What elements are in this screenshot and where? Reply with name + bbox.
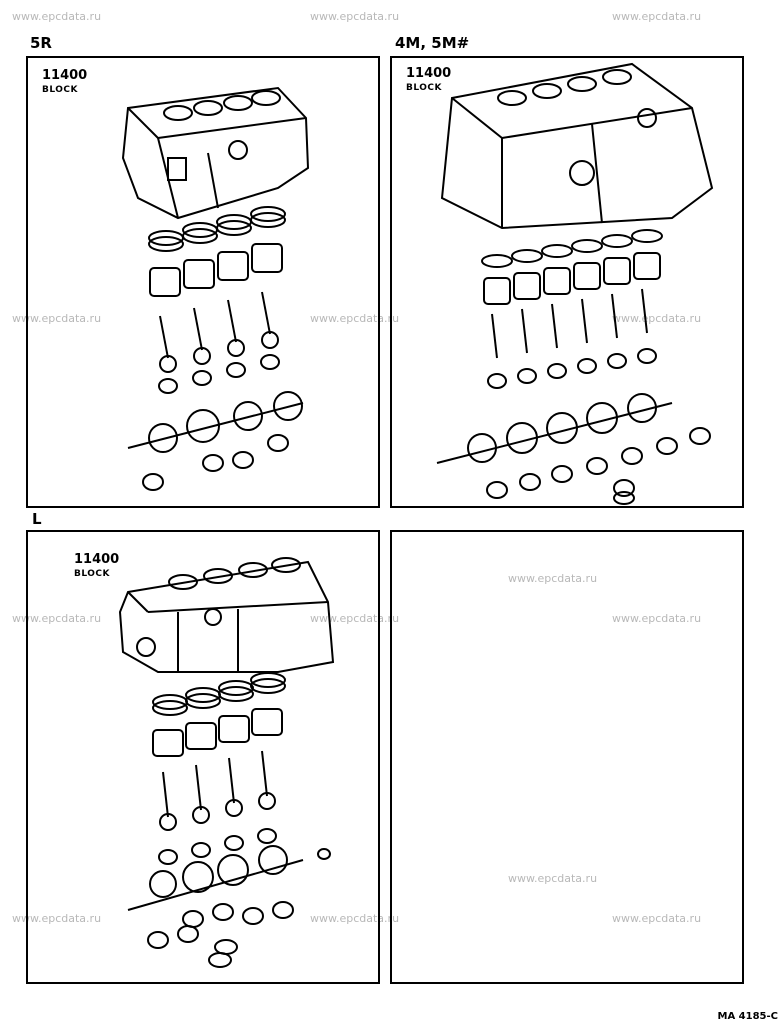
- panel-empty: [390, 530, 744, 984]
- main-bearing-icon: [142, 434, 289, 491]
- bearing-icon: [487, 348, 657, 389]
- part-name: BLOCK: [74, 569, 111, 579]
- watermark: www.epcdata.ru: [508, 572, 598, 585]
- watermark: www.epcdata.ru: [310, 312, 400, 325]
- engine-block-assembly-illustration: [121, 86, 310, 491]
- thrust-washer-icon: [208, 939, 238, 968]
- engine-block-assembly-illustration: [118, 557, 335, 968]
- watermark: www.epcdata.ru: [12, 612, 102, 625]
- connecting-rod-icon: [159, 291, 279, 373]
- panel-4m-5m: 11400 BLOCK: [390, 56, 744, 508]
- watermark: www.epcdata.ru: [612, 912, 702, 925]
- cylinder-block-icon: [121, 86, 310, 220]
- watermark: www.epcdata.ru: [612, 612, 702, 625]
- variant-label-5r: 5R: [30, 34, 52, 52]
- piston-ring-set-icon: [481, 229, 663, 268]
- connecting-rod-icon: [491, 288, 648, 359]
- piston-ring-set-icon: [148, 206, 286, 252]
- watermark: www.epcdata.ru: [310, 10, 400, 23]
- panel-l: 11400 BLOCK: [26, 530, 380, 984]
- watermark: www.epcdata.ru: [310, 612, 400, 625]
- piston-icon: [483, 252, 661, 305]
- engine-block-assembly-illustration: [436, 62, 714, 505]
- part-name: BLOCK: [406, 83, 443, 93]
- cylinder-block-icon: [440, 62, 714, 230]
- panel-5r: 11400 BLOCK: [26, 56, 380, 508]
- watermark: www.epcdata.ru: [612, 10, 702, 23]
- piston-ring-set-icon: [152, 672, 286, 716]
- diagram-code: MA 4185-C: [717, 1011, 779, 1022]
- thrust-washer-icon: [613, 479, 635, 505]
- cylinder-block-icon: [118, 557, 335, 673]
- bearing-icon: [158, 354, 280, 394]
- watermark: www.epcdata.ru: [12, 312, 102, 325]
- variant-label-l: L: [32, 510, 42, 528]
- part-name: BLOCK: [42, 85, 79, 95]
- part-number: 11400: [74, 552, 120, 567]
- watermark: www.epcdata.ru: [12, 912, 102, 925]
- crankshaft-icon: [127, 391, 304, 453]
- bearing-icon: [158, 828, 331, 865]
- part-number: 11400: [406, 66, 452, 81]
- watermark: www.epcdata.ru: [508, 872, 598, 885]
- crankshaft-icon: [436, 393, 673, 464]
- crankshaft-icon: [127, 845, 304, 911]
- piston-icon: [149, 243, 283, 297]
- part-number: 11400: [42, 68, 88, 83]
- variant-label-4m-5m: 4M, 5M#: [395, 34, 470, 52]
- watermark: www.epcdata.ru: [310, 912, 400, 925]
- connecting-rod-icon: [159, 750, 276, 831]
- watermark: www.epcdata.ru: [612, 312, 702, 325]
- watermark: www.epcdata.ru: [12, 10, 102, 23]
- main-bearing-icon: [486, 427, 711, 499]
- piston-icon: [152, 708, 283, 757]
- main-bearing-icon: [147, 901, 294, 949]
